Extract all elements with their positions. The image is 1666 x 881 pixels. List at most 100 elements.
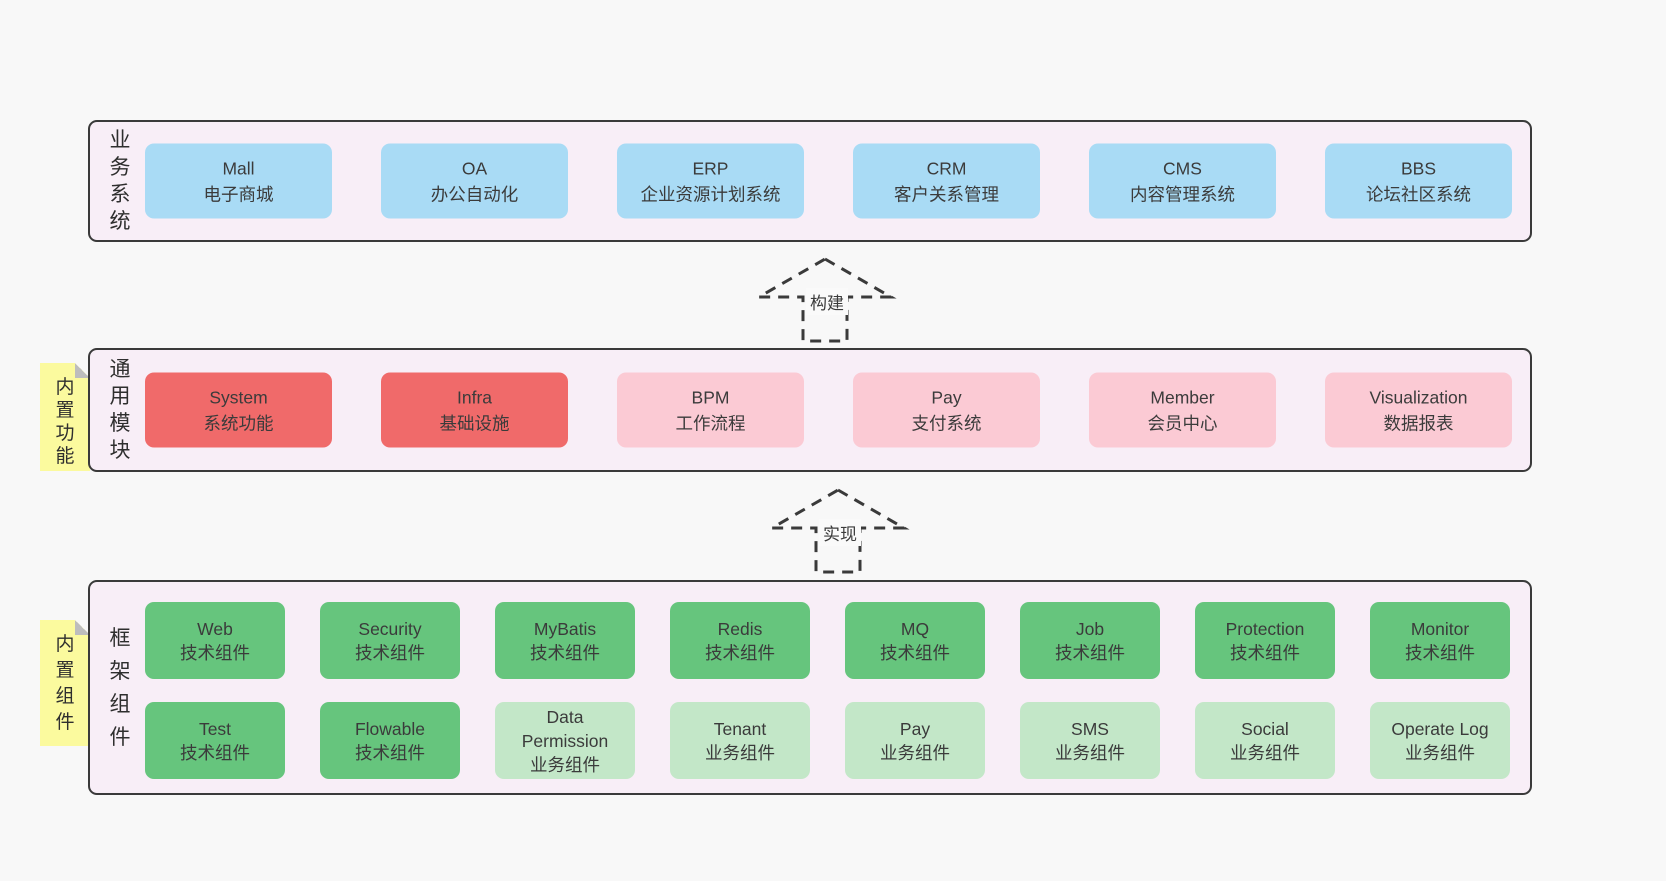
dashed-up-arrow-icon <box>757 257 897 343</box>
box-title: Monitor <box>1410 618 1470 639</box>
sticky-note-label: 内置功能 <box>55 377 75 467</box>
arrow-build: 构建 <box>757 255 897 345</box>
box-title: Web <box>197 618 233 639</box>
box-tenant: Tenant 业务组件 <box>670 702 810 779</box>
box-title: Flowable <box>354 718 426 739</box>
box-subtitle: 技术组件 <box>1230 642 1300 663</box>
framework-box-row-1: Web 技术组件 Security 技术组件 MyBatis 技术组件 Redi… <box>145 602 1510 679</box>
business-box-row: Mall 电子商城 OA 办公自动化 ERP 企业资源计划系统 CRM 客户关系… <box>145 143 1512 219</box>
box-title: Redis <box>717 618 763 639</box>
box-subtitle: 办公自动化 <box>430 184 519 204</box>
box-title: MyBatis <box>533 618 597 639</box>
box-subtitle: 技术组件 <box>1055 642 1125 663</box>
box-mq: MQ 技术组件 <box>845 602 985 679</box>
box-redis: Redis 技术组件 <box>670 602 810 679</box>
box-subtitle: 系统功能 <box>203 413 274 433</box>
box-social: Social 业务组件 <box>1195 702 1335 779</box>
box-title: ERP <box>692 158 729 178</box>
box-title: Data Permission <box>521 706 609 751</box>
box-title: Infra <box>456 387 493 407</box>
box-operate-log: Operate Log 业务组件 <box>1370 702 1510 779</box>
layer-business-systems: 业务系统 Mall 电子商城 OA 办公自动化 ERP 企业资源计划系统 CRM… <box>88 120 1532 242</box>
box-title: Job <box>1075 618 1105 639</box>
box-title: CRM <box>926 158 967 178</box>
box-member: Member 会员中心 <box>1089 372 1276 448</box>
box-title: Test <box>198 718 232 739</box>
box-title: Tenant <box>713 718 767 739</box>
box-flowable: Flowable 技术组件 <box>320 702 460 779</box>
box-bpm: BPM 工作流程 <box>617 372 804 448</box>
box-bbs: BBS 论坛社区系统 <box>1325 143 1512 219</box>
box-subtitle: 业务组件 <box>1405 742 1475 763</box>
box-title: Operate Log <box>1391 718 1489 739</box>
box-subtitle: 支付系统 <box>911 413 982 433</box>
box-crm: CRM 客户关系管理 <box>853 143 1040 219</box>
box-subtitle: 工作流程 <box>675 413 746 433</box>
layer-side-label: 通用模块 <box>109 358 131 462</box>
box-subtitle: 电子商城 <box>203 184 274 204</box>
box-subtitle: 业务组件 <box>530 754 600 775</box>
box-title: Protection <box>1225 618 1305 639</box>
box-web: Web 技术组件 <box>145 602 285 679</box>
box-title: CMS <box>1163 158 1202 178</box>
box-title: OA <box>461 158 488 178</box>
box-system: System 系统功能 <box>145 372 332 448</box>
layer-framework-components: 框架组件 Web 技术组件 Security 技术组件 MyBatis 技术组件… <box>88 580 1532 795</box>
box-subtitle: 内容管理系统 <box>1130 184 1235 204</box>
box-title: SMS <box>1071 718 1109 739</box>
arrow-label: 实现 <box>819 519 861 546</box>
box-subtitle: 业务组件 <box>705 742 775 763</box>
box-subtitle: 论坛社区系统 <box>1366 184 1471 204</box>
box-mybatis: MyBatis 技术组件 <box>495 602 635 679</box>
framework-box-row-2: Test 技术组件 Flowable 技术组件 Data Permission … <box>145 702 1510 779</box>
box-title: Pay <box>899 718 931 739</box>
layer-side-label: 业务系统 <box>109 129 131 233</box>
box-subtitle: 业务组件 <box>1055 742 1125 763</box>
box-monitor: Monitor 技术组件 <box>1370 602 1510 679</box>
box-subtitle: 技术组件 <box>530 642 600 663</box>
box-job: Job 技术组件 <box>1020 602 1160 679</box>
box-subtitle: 技术组件 <box>355 642 425 663</box>
box-subtitle: 数据报表 <box>1383 413 1454 433</box>
box-subtitle: 技术组件 <box>880 642 950 663</box>
box-title: Security <box>358 618 422 639</box>
box-protection: Protection 技术组件 <box>1195 602 1335 679</box>
box-subtitle: 基础设施 <box>439 413 510 433</box>
box-title: System <box>209 387 268 407</box>
box-oa: OA 办公自动化 <box>381 143 568 219</box>
box-data-permission: Data Permission 业务组件 <box>495 702 635 779</box>
box-security: Security 技术组件 <box>320 602 460 679</box>
box-title: Member <box>1150 387 1215 407</box>
box-subtitle: 技术组件 <box>355 742 425 763</box>
box-subtitle: 技术组件 <box>705 642 775 663</box>
box-visualization: Visualization 数据报表 <box>1325 372 1512 448</box>
box-pay-component: Pay 业务组件 <box>845 702 985 779</box>
box-subtitle: 技术组件 <box>180 742 250 763</box>
box-subtitle: 会员中心 <box>1147 413 1218 433</box>
box-subtitle: 企业资源计划系统 <box>640 184 781 204</box>
box-subtitle: 客户关系管理 <box>894 184 999 204</box>
box-subtitle: 技术组件 <box>1405 642 1475 663</box>
arrow-implement: 实现 <box>770 486 910 576</box>
box-cms: CMS 内容管理系统 <box>1089 143 1276 219</box>
box-mall: Mall 电子商城 <box>145 143 332 219</box>
box-title: Mall <box>222 158 255 178</box>
box-pay-module: Pay 支付系统 <box>853 372 1040 448</box>
dashed-up-arrow-icon <box>770 488 910 574</box>
box-title: Pay <box>931 387 962 407</box>
box-subtitle: 业务组件 <box>1230 742 1300 763</box>
box-title: BPM <box>691 387 730 407</box>
layer-side-label: 框架组件 <box>109 626 131 749</box>
box-title: Social <box>1241 718 1289 739</box>
arrow-label: 构建 <box>806 288 848 315</box>
box-title: BBS <box>1400 158 1437 178</box>
sticky-note-label: 内置组件 <box>55 634 75 733</box>
layer-common-modules: 通用模块 System 系统功能 Infra 基础设施 BPM 工作流程 Pay… <box>88 348 1532 472</box>
box-subtitle: 技术组件 <box>180 642 250 663</box>
box-title: Visualization <box>1369 387 1468 407</box>
modules-box-row: System 系统功能 Infra 基础设施 BPM 工作流程 Pay 支付系统… <box>145 372 1512 448</box>
box-test: Test 技术组件 <box>145 702 285 779</box>
box-infra: Infra 基础设施 <box>381 372 568 448</box>
box-title: MQ <box>900 618 930 639</box>
